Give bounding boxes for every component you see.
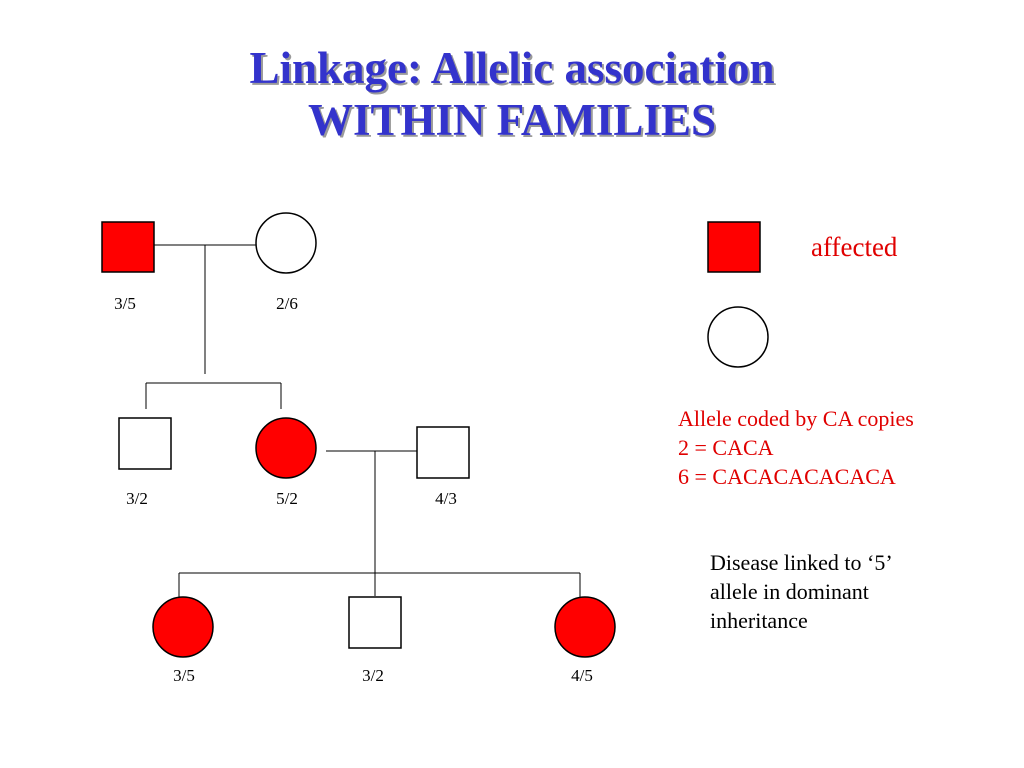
son-unaffected-male [118, 417, 172, 470]
genotype-label-gen2-son: 3/2 [126, 489, 148, 508]
genotype-label-gen2-spouse: 4/3 [435, 489, 457, 508]
genotype-label-gen1-mother: 2/6 [276, 294, 298, 313]
grandchild-3-affected-female [554, 596, 616, 658]
disease-linkage-note: Disease linked to ‘5’ allele in dominant… [710, 548, 980, 635]
slide-title: Linkage: Allelic association WITHIN FAMI… [0, 42, 1024, 146]
allele-note-line-3: 6 = CACACACACACA [678, 464, 896, 489]
grandchild-2-unaffected-male [348, 596, 402, 649]
father-affected-male [101, 221, 155, 273]
allele-coding-note: Allele coded by CA copies 2 = CACA 6 = C… [678, 404, 914, 491]
legend-affected-square [707, 221, 761, 273]
disease-note-line-1: Disease linked to ‘5’ [710, 550, 893, 575]
spouse-unaffected-male [416, 426, 470, 479]
genotype-label-gen2-daughter: 5/2 [276, 489, 298, 508]
mother-unaffected-female [255, 212, 317, 274]
genotype-label-gen1-father: 3/5 [114, 294, 136, 313]
legend-unaffected-circle [707, 306, 769, 368]
genotype-label-gen3-3: 4/5 [571, 666, 593, 685]
allele-note-line-2: 2 = CACA [678, 435, 774, 460]
title-line-2: WITHIN FAMILIES [308, 95, 716, 145]
disease-note-line-2: allele in dominant [710, 579, 869, 604]
grandchild-1-affected-female [152, 596, 214, 658]
title-line-1: Linkage: Allelic association [249, 43, 775, 93]
allele-note-line-1: Allele coded by CA copies [678, 406, 914, 431]
legend-affected-label: affected [811, 232, 898, 262]
daughter-affected-female [255, 417, 317, 479]
genotype-label-gen3-2: 3/2 [362, 666, 384, 685]
disease-note-line-3: inheritance [710, 608, 808, 633]
genotype-label-gen3-1: 3/5 [173, 666, 195, 685]
